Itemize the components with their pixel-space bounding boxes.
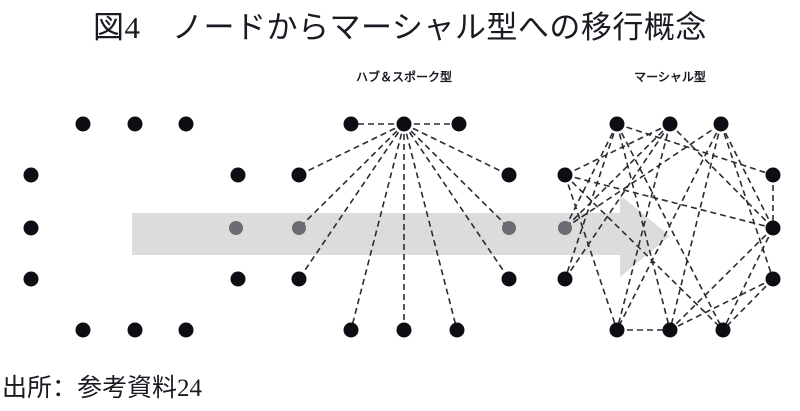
network-edge — [350, 123, 405, 331]
network-edge — [616, 123, 724, 331]
network-node — [343, 322, 359, 338]
transition-arrow — [132, 195, 670, 277]
network-node — [715, 322, 731, 338]
network-edge — [564, 123, 618, 229]
network-edge — [564, 174, 618, 331]
network-node — [178, 116, 194, 132]
network-edge — [298, 123, 405, 280]
network-edge — [564, 123, 671, 280]
network-edge — [298, 123, 405, 176]
network-edge — [616, 123, 722, 331]
network-edge — [564, 123, 722, 229]
network-node — [557, 167, 573, 183]
network-node — [178, 322, 194, 338]
network-node — [127, 116, 143, 132]
network-edge — [720, 123, 774, 280]
network-edge — [403, 123, 458, 331]
network-node — [765, 167, 781, 183]
cluster-label-marshall: マーシャル型 — [634, 70, 706, 84]
network-node — [765, 220, 781, 236]
network-edge — [564, 174, 724, 331]
network-node — [230, 271, 246, 287]
network-edge — [720, 123, 774, 229]
network-node — [765, 271, 781, 287]
network-node — [23, 167, 39, 183]
network-node — [609, 322, 625, 338]
network-edge — [564, 174, 774, 229]
network-node — [127, 322, 143, 338]
network-node — [23, 271, 39, 287]
network-node — [557, 271, 573, 287]
network-node — [23, 220, 39, 236]
network-node — [609, 116, 625, 132]
network-node — [75, 322, 91, 338]
network-node — [451, 116, 467, 132]
network-node — [291, 167, 307, 183]
network-node — [501, 271, 517, 287]
network-edge — [722, 227, 774, 331]
network-edge — [669, 278, 774, 331]
network-node-highlighted — [229, 221, 243, 235]
page-title: 図4 ノードからマーシャル型への移行概念 — [93, 10, 707, 45]
network-node — [662, 116, 678, 132]
edge-layer — [298, 123, 774, 331]
network-node — [230, 167, 246, 183]
network-edge — [722, 278, 774, 331]
source-note: 出所：参考資料24 — [2, 375, 203, 402]
network-edge — [616, 123, 671, 331]
network-node — [291, 271, 307, 287]
network-edge — [403, 123, 510, 229]
network-node — [449, 322, 465, 338]
network-node — [396, 322, 412, 338]
network-edge — [669, 123, 774, 229]
network-node — [343, 116, 359, 132]
network-edge — [403, 123, 510, 280]
network-edge — [564, 123, 671, 176]
network-edge — [564, 123, 671, 229]
node-layer — [23, 116, 781, 338]
network-edge — [669, 123, 722, 331]
network-node — [75, 116, 91, 132]
network-edge — [298, 123, 405, 229]
cluster-label-hub-spoke: ハブ＆スポーク型 — [355, 70, 453, 84]
network-edge — [403, 123, 510, 176]
network-node — [396, 116, 412, 132]
network-node — [713, 116, 729, 132]
network-node-highlighted — [502, 221, 516, 235]
network-node-highlighted — [558, 221, 572, 235]
network-node — [501, 167, 517, 183]
network-edge — [669, 227, 774, 331]
network-node — [662, 322, 678, 338]
network-edge — [616, 123, 671, 331]
network-node-highlighted — [292, 221, 306, 235]
